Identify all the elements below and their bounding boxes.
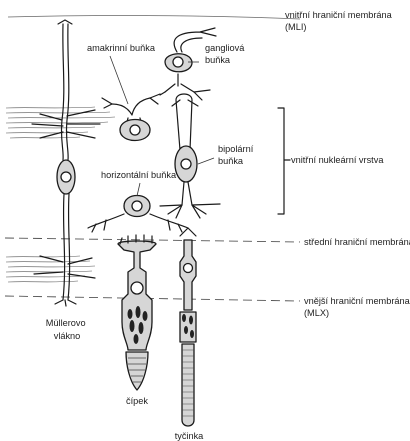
amacrine-cell-label: amakrinní buňka: [87, 43, 156, 53]
nerve-fiber-texture-lower: [6, 256, 95, 282]
muller-fiber: [32, 20, 100, 306]
bipolar-cell-label: bipolární buňka: [218, 144, 256, 166]
outer-limiting-membrane-label: vnější hraniční membrána (MLX): [304, 296, 410, 318]
bipolar-leader-line: [198, 158, 214, 164]
bipolar-cell: [160, 94, 220, 218]
muller-fiber-label: Müllerovo vlákno: [46, 318, 88, 341]
horizontal-cell-label: horizontální buňka: [101, 170, 177, 180]
inner-nuclear-layer-label: vnitřní nukleární vrstva: [291, 155, 384, 165]
ganglion-cell-label: gangliová buňka: [205, 43, 247, 65]
rod-label: tyčinka: [175, 431, 204, 441]
cone-cell: [118, 235, 156, 390]
nerve-fiber-texture-upper: [6, 107, 115, 138]
middle-limiting-membrane-label: střední hraniční membrána: [304, 237, 410, 247]
inner-limiting-membrane-line: [8, 16, 300, 19]
inner-limiting-membrane-label: vnitřní hraniční membrána (MLI): [285, 10, 394, 32]
horizontal-leader-line: [137, 183, 140, 196]
rod-cell: [180, 228, 196, 426]
cone-label: čípek: [126, 396, 148, 406]
horizontal-cell: [88, 196, 188, 233]
inner-nuclear-layer-bracket: [278, 108, 290, 214]
amacrine-leader-line: [110, 56, 128, 104]
